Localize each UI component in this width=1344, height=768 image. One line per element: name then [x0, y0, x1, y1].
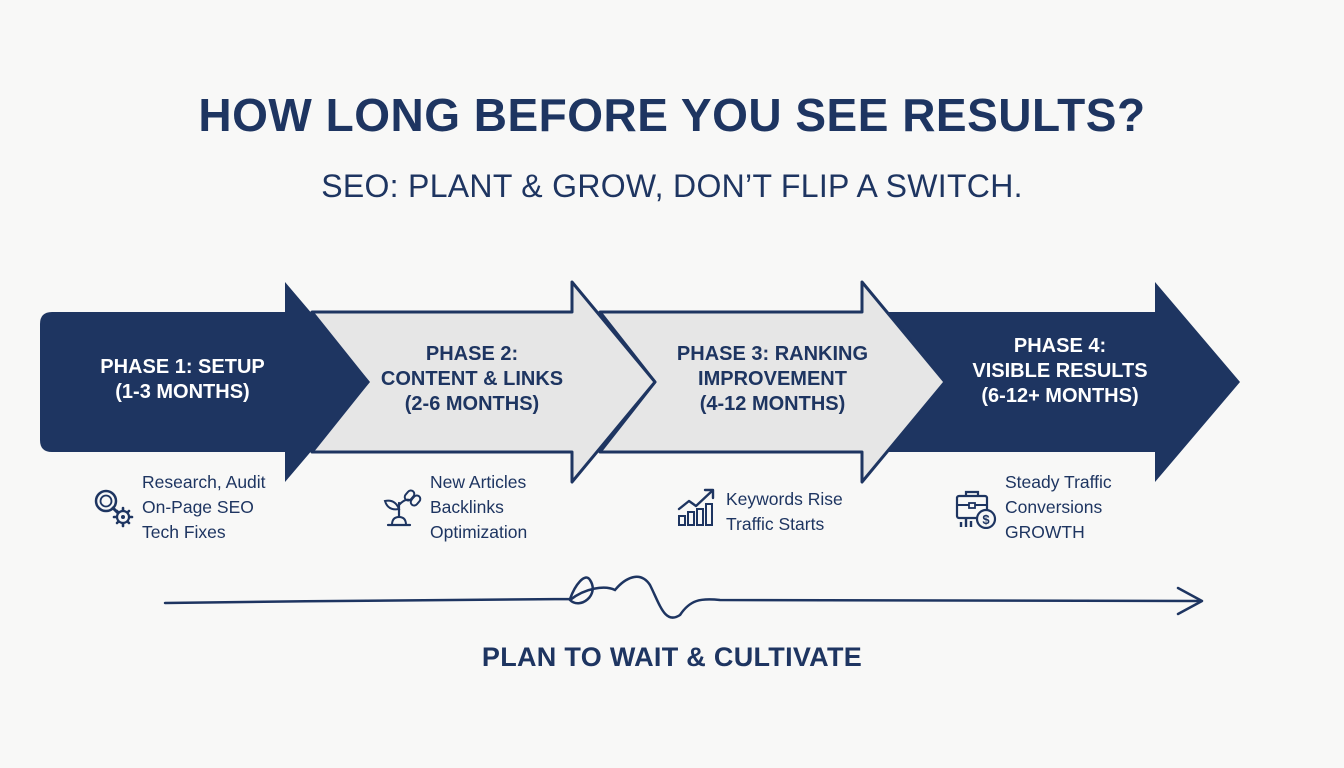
timeline-wave [163, 575, 1202, 619]
phase-2-label: PHASE 2: CONTENT & LINKS (2-6 MONTHS) [380, 343, 564, 415]
phase-3-detail-2: Traffic Starts [726, 514, 825, 534]
phase-1-label: PHASE 1: SETUP (1-3 MONTHS) [100, 356, 265, 403]
briefcase-dollar-icon: $ [955, 490, 997, 529]
phase-1-details: Research, Audit On-Page SEO Tech Fixes [92, 470, 266, 545]
phase-1-detail-3: Tech Fixes [142, 522, 226, 542]
bar-chart-trend-icon [677, 488, 715, 526]
phase-4-arrow [885, 282, 1240, 482]
footer-tagline: PLAN TO WAIT & CULTIVATE [481, 642, 863, 672]
phase-1-arrow [40, 282, 370, 482]
phase-2-details: New Articles Backlinks Optimization [380, 470, 527, 545]
phase-2-detail-1: New Articles [430, 472, 527, 492]
phase-4-detail-2: Conversions [1005, 497, 1103, 517]
timeline-arrowhead [1176, 586, 1204, 616]
phase-1-detail-1: Research, Audit [142, 472, 266, 492]
page-subtitle: SEO: PLANT & GROW, DON’T FLIP A SWITCH. [321, 168, 1023, 204]
phase-4-label: PHASE 4: VISIBLE RESULTS (6-12+ MONTHS) [972, 335, 1148, 407]
magnifier-gear-icon [94, 489, 134, 527]
phase-4-detail-3: GROWTH [1005, 522, 1085, 542]
page-title: HOW LONG BEFORE YOU SEE RESULTS? [198, 89, 1146, 141]
phase-4-detail-1: Steady Traffic [1005, 472, 1112, 492]
svg-text:$: $ [982, 512, 990, 527]
phase-3-label: PHASE 3: RANKING IMPROVEMENT (4-12 MONTH… [676, 343, 869, 415]
phase-1-detail-2: On-Page SEO [142, 497, 254, 517]
phase-2-detail-2: Backlinks [430, 497, 504, 517]
phase-4-details: $ Steady Traffic Conversions GROWTH [955, 470, 1112, 545]
phase-3-details: Keywords Rise Traffic Starts [676, 475, 843, 537]
sprout-chain-link-icon [383, 488, 422, 526]
phase-2-detail-3: Optimization [430, 522, 528, 542]
phase-3-detail-1: Keywords Rise [726, 489, 843, 509]
